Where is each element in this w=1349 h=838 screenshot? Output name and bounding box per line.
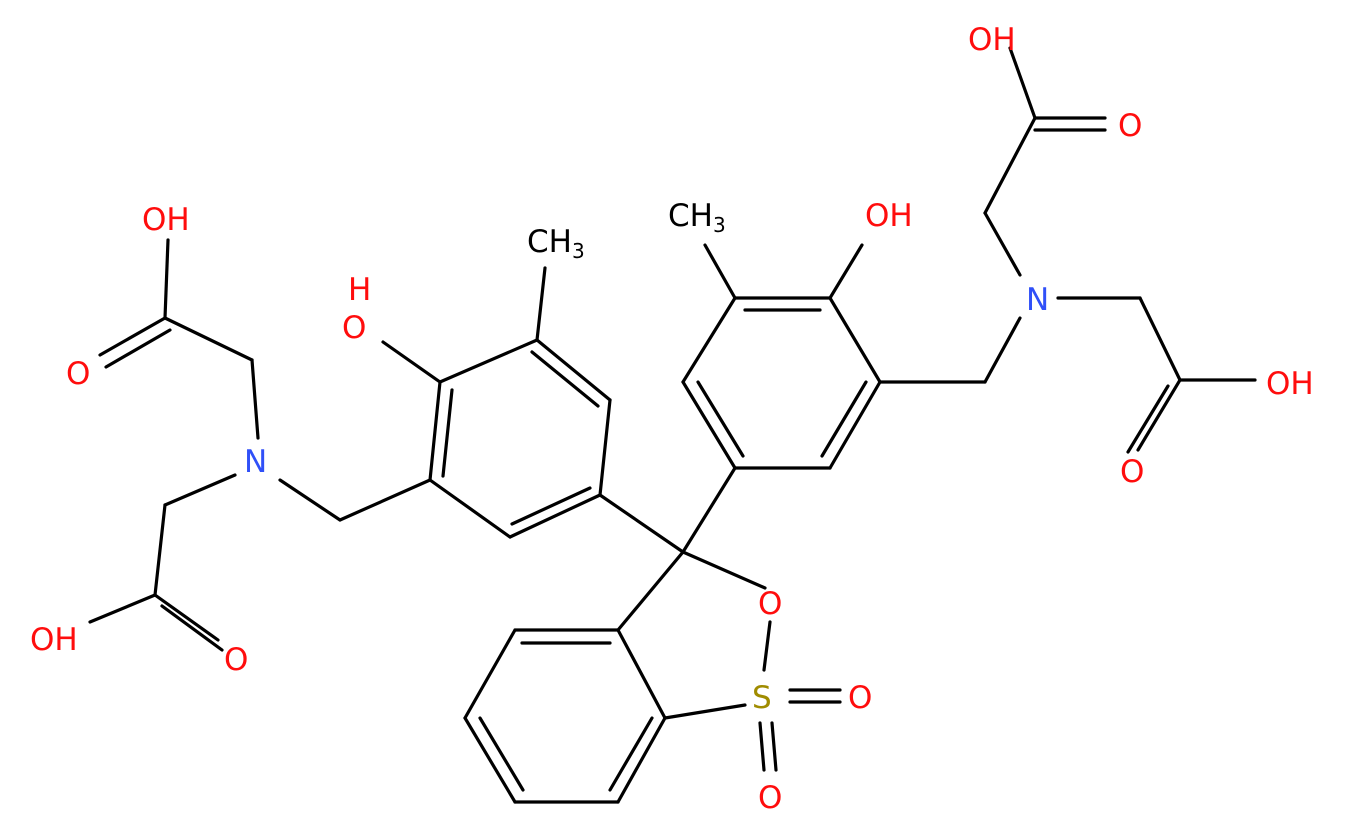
bond [820, 380, 868, 458]
atom-label-o: O [848, 680, 872, 716]
bond [828, 380, 882, 470]
bond [1008, 46, 1037, 120]
bond [163, 316, 254, 362]
bond [428, 478, 512, 539]
atom-label-layer: OH O CH3 OH N OH O OH CH3 H O O N OH O O… [30, 22, 1314, 816]
atom-label-oh: OH [30, 622, 78, 658]
atom-label-o: O [224, 642, 248, 678]
ch3-main: CH [527, 224, 572, 260]
bond [758, 721, 766, 772]
atom-label-o: O [1120, 454, 1144, 490]
bond [703, 243, 737, 300]
bond [983, 116, 1037, 215]
bond [1136, 378, 1182, 452]
bond [983, 316, 1022, 384]
bond-layer [88, 46, 1257, 804]
bond [616, 550, 685, 632]
bond [478, 716, 525, 792]
atom-label-ch3: CH3 [668, 198, 726, 237]
atom-label-s: S [752, 680, 772, 716]
bond [598, 493, 685, 554]
bond [983, 211, 1022, 277]
bond [608, 716, 654, 792]
bond [153, 593, 220, 642]
atom-label-o: O [758, 780, 782, 816]
bond [438, 338, 539, 384]
bond [663, 703, 747, 720]
bond [616, 628, 667, 720]
bond [278, 478, 342, 522]
bond [163, 473, 237, 507]
bond [441, 388, 454, 478]
atom-label-oh: OH [142, 202, 190, 238]
atom-label-n: N [244, 444, 267, 480]
bond [1126, 384, 1170, 454]
bond [250, 358, 260, 440]
bond [153, 503, 167, 597]
bond [828, 243, 864, 300]
bond [463, 628, 517, 720]
bond [535, 338, 612, 402]
bond [696, 380, 745, 458]
ch3-subscript: 3 [572, 239, 585, 263]
bond [681, 550, 767, 590]
ch3-subscript: 3 [713, 213, 726, 237]
atom-label-oh: OH [968, 22, 1016, 58]
bond [463, 716, 517, 804]
bond [681, 380, 737, 470]
bond [1138, 296, 1182, 382]
atom-label-oh: OH [865, 198, 913, 234]
bond [598, 398, 612, 497]
bond [428, 380, 442, 482]
atom-label-oh: OH [1266, 366, 1314, 402]
bond [381, 340, 442, 384]
bond [98, 316, 167, 357]
bond [530, 350, 600, 408]
bond [681, 296, 737, 384]
bond [104, 328, 172, 369]
bond [508, 493, 602, 539]
bond [535, 266, 547, 342]
bond [163, 238, 170, 320]
atom-label-n: N [1026, 282, 1049, 318]
atom-label-o: O [758, 586, 782, 622]
atom-label-o: O [342, 310, 366, 346]
bond [828, 296, 882, 384]
bond [88, 593, 157, 624]
bond [762, 620, 772, 672]
ch3-main: CH [668, 198, 713, 234]
bond [681, 466, 737, 554]
bond [616, 716, 667, 804]
atom-label-h: H [348, 272, 371, 308]
atom-label-o: O [66, 356, 90, 392]
atom-label-o: O [1118, 108, 1142, 144]
bond [338, 478, 432, 522]
bond [770, 721, 778, 772]
bond [510, 486, 592, 526]
atom-label-ch3: CH3 [527, 224, 585, 263]
bond [160, 604, 224, 652]
